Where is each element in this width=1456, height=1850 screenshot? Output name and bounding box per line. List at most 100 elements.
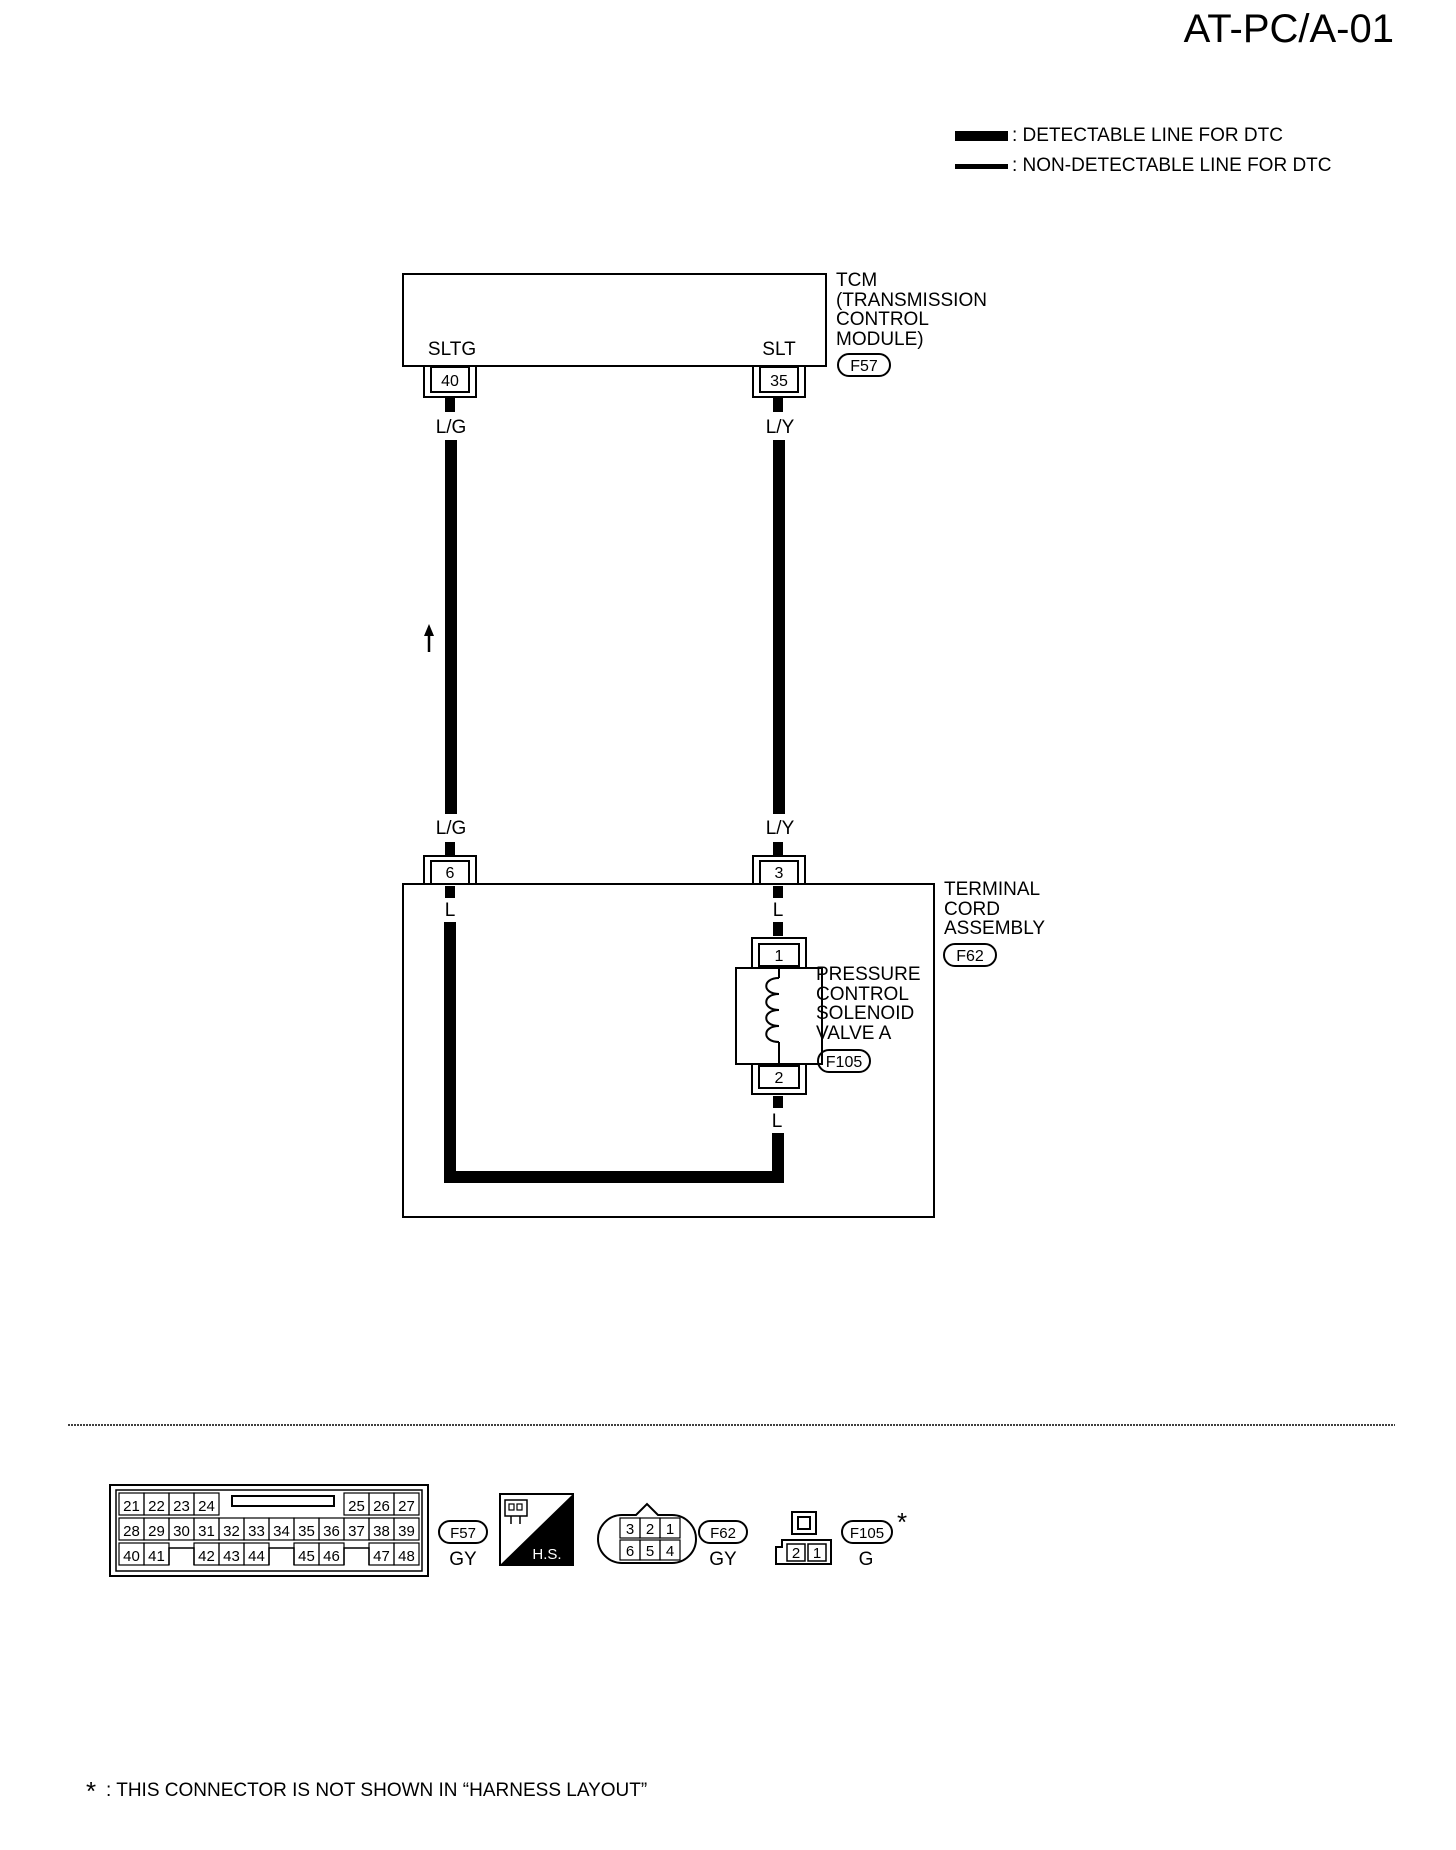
f105-housing (775, 1539, 832, 1565)
terminal-cord-connector-id: F62 (956, 948, 984, 965)
f62-pin: 2 (646, 1521, 654, 1538)
solenoid-label-line-4: VALVE A (816, 1023, 892, 1044)
f62-pin: 3 (626, 1521, 634, 1538)
wire-color-sltg-bottom: L/G (436, 818, 467, 839)
f57-pin: 39 (398, 1523, 415, 1540)
terminal-cord-assembly-box: TERMINAL CORD ASSEMBLY F62 (402, 879, 1045, 1218)
solenoid-connector-badge (817, 1049, 871, 1073)
tcm-label-line-3: CONTROL (836, 309, 929, 330)
f57-pin: 34 (273, 1523, 290, 1540)
f62-pin: 4 (666, 1543, 674, 1560)
f57-outer-frame (109, 1484, 429, 1577)
terminal-cord-outline (402, 883, 935, 1218)
pressure-control-solenoid: 1 2 PRESSURE CONTROL SOLENOID VALVE A F1… (735, 937, 921, 1095)
wire-inside-stub-to-solenoid (773, 922, 783, 936)
f105-pin-box-2 (786, 1543, 806, 1562)
f57-pin: 27 (398, 1498, 415, 1515)
footnote-text: : THIS CONNECTOR IS NOT SHOWN IN “HARNES… (106, 1780, 647, 1801)
f57-pin: 35 (298, 1523, 315, 1540)
f57-pin: 38 (373, 1523, 390, 1540)
wire-color-inside-3: L (773, 900, 784, 921)
legend-non-detectable-line-swatch (955, 164, 1008, 169)
terminal-cord-label-line-3: ASSEMBLY (944, 918, 1045, 939)
f57-pin: 46 (323, 1548, 340, 1565)
f57-pin: 24 (198, 1498, 215, 1515)
f57-pin: 29 (148, 1523, 165, 1540)
solenoid-label-line-1: PRESSURE (816, 964, 921, 985)
f105-pin-1: 1 (813, 1545, 821, 1562)
legend-non-detectable-text: : NON-DETECTABLE LINE FOR DTC (1012, 155, 1332, 176)
solenoid-connector-id: F105 (826, 1054, 863, 1071)
tcm-terminal-slt-label: SLT (762, 339, 796, 360)
f105-connector-badge (841, 1520, 893, 1544)
wire-color-inside-6: L (445, 900, 456, 921)
f62-housing (597, 1502, 697, 1564)
tcm-box: SLTG SLT TCM (TRANSMISSION CONTROL MODUL… (402, 270, 987, 377)
solenoid-pin-2-number: 2 (775, 1070, 784, 1087)
f57-pin: 36 (323, 1523, 340, 1540)
wire-inside-stub-3 (773, 886, 783, 898)
tcm-label-line-4: MODULE) (836, 329, 924, 350)
tcm-terminal-sltg-label: SLTG (428, 339, 476, 360)
f57-locking-notch (343, 1547, 370, 1565)
f57-connector-id: F57 (450, 1525, 476, 1542)
f57-pin: 23 (173, 1498, 190, 1515)
solenoid-pin-2-box (758, 1065, 800, 1089)
f57-connector-badge (438, 1520, 488, 1544)
f105-pin-box-1 (807, 1543, 827, 1562)
hs-label: H.S. (532, 1546, 561, 1563)
f62-pin: 5 (646, 1543, 654, 1560)
hs-icon-body (504, 1499, 528, 1517)
solenoid-label-line-3: SOLENOID (816, 1003, 914, 1024)
tcm-label-line-1: TCM (836, 270, 877, 291)
tcm-outline (402, 273, 827, 367)
f57-pin: 21 (123, 1498, 140, 1515)
wire-inside-stub-6 (445, 886, 455, 898)
terminal-cord-label-line-2: CORD (944, 899, 1000, 920)
pin-35-bracket (752, 367, 806, 398)
harness-connector-icon (504, 1499, 528, 1524)
f57-pin: 25 (348, 1498, 365, 1515)
f57-pin: 28 (123, 1523, 140, 1540)
solenoid-label-line-2: CONTROL (816, 984, 909, 1005)
f57-pin: 48 (398, 1548, 415, 1565)
harness-side-symbol: H.S. (499, 1493, 574, 1566)
f62-pin-box (659, 1517, 681, 1539)
f57-connector-color: GY (449, 1549, 477, 1570)
hs-icon-pin-2 (516, 1503, 523, 1511)
f57-pin-box (393, 1517, 420, 1541)
f105-not-shown-marker: * (897, 1507, 907, 1537)
f62-connector-badge (698, 1520, 748, 1544)
f57-pin: 26 (373, 1498, 390, 1515)
pin-3-number: 3 (775, 865, 784, 882)
f57-latch-slot (231, 1495, 335, 1507)
f62-pin-box (659, 1539, 681, 1561)
f105-pin-2: 2 (792, 1545, 800, 1562)
tcm-label-line-2: (TRANSMISSION (836, 290, 987, 311)
legend-detectable-text: : DETECTABLE LINE FOR DTC (1012, 125, 1283, 146)
footnote-marker: * (86, 1776, 96, 1806)
wire-stub-sltg-top (445, 398, 455, 412)
tcm-pin-40: 40 (423, 366, 477, 398)
f62-connector-id: F62 (710, 1525, 736, 1542)
f105-latch-outer (791, 1511, 817, 1535)
wire-slt (773, 440, 785, 814)
tcm-pin-35: 35 (752, 366, 806, 398)
f62-connector-color: GY (709, 1549, 737, 1570)
f105-latch-inner (797, 1516, 811, 1530)
terminal-cord-pin-3: 3 (752, 855, 806, 885)
f57-pin: 44 (248, 1548, 265, 1565)
terminal-cord-connector-badge (943, 943, 997, 967)
wire-stub-slt-top (773, 398, 783, 412)
hs-dark-triangle (500, 1494, 573, 1565)
pin-40-box (430, 366, 470, 393)
pin-3-box (759, 860, 799, 885)
f57-pin: 41 (148, 1548, 165, 1565)
f57-pin-box (193, 1492, 220, 1516)
solenoid-pin-1-box (758, 943, 800, 967)
f57-pin: 45 (298, 1548, 315, 1565)
f57-pin: 37 (348, 1523, 365, 1540)
